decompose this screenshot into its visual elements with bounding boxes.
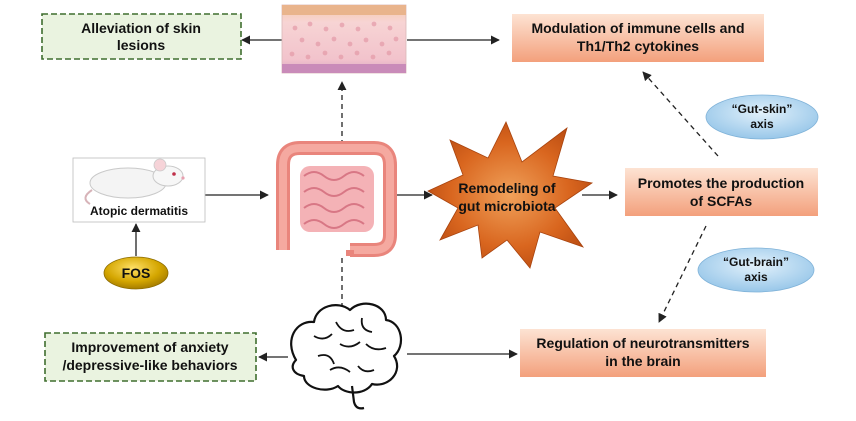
gut-skin-axis-badge: “Gut-skin” axis <box>705 94 819 140</box>
gut-brain-line2: axis <box>744 270 768 284</box>
gut-skin-line2: axis <box>750 117 774 131</box>
anxiety-line2: /depressive-like behaviors <box>62 357 237 373</box>
arrow-scfa-to-immune <box>642 71 719 157</box>
skin-lesions-box: Alleviation of skin lesions <box>41 13 242 60</box>
brain-icon <box>290 302 403 410</box>
scfa-box: Promotes the production of SCFAs <box>625 168 818 216</box>
skin-lesions-line2: lesions <box>117 37 165 53</box>
scfa-line2: of SCFAs <box>690 193 752 209</box>
fos-badge: FOS <box>103 256 169 290</box>
intestine-icon <box>276 141 397 257</box>
scfa-line1: Promotes the production <box>638 175 804 191</box>
gut-skin-line1: “Gut-skin” <box>732 102 793 116</box>
mouse-icon: Atopic dermatitis <box>72 157 206 223</box>
microbiota-line1: Remodeling of <box>458 180 556 196</box>
gut-brain-axis-badge: “Gut-brain” axis <box>697 247 815 293</box>
neuro-line2: in the brain <box>605 353 680 369</box>
neuro-box: Regulation of neurotransmitters in the b… <box>520 329 766 377</box>
immune-box: Modulation of immune cells and Th1/Th2 c… <box>512 14 764 62</box>
mouse-label: Atopic dermatitis <box>90 204 188 218</box>
fos-label: FOS <box>122 265 151 281</box>
gut-brain-line1: “Gut-brain” <box>723 255 789 269</box>
immune-line2: Th1/Th2 cytokines <box>577 38 699 54</box>
anxiety-box: Improvement of anxiety /depressive-like … <box>44 332 257 382</box>
connectors <box>131 35 719 362</box>
immune-line1: Modulation of immune cells and <box>531 20 744 36</box>
skin-tissue-icon <box>281 4 407 74</box>
microbiota-line2: gut microbiota <box>458 198 555 214</box>
starburst-icon: Remodeling of gut microbiota <box>427 121 594 269</box>
neuro-line1: Regulation of neurotransmitters <box>536 335 749 351</box>
anxiety-line1: Improvement of anxiety <box>71 339 228 355</box>
skin-lesions-line1: Alleviation of skin <box>81 20 201 36</box>
